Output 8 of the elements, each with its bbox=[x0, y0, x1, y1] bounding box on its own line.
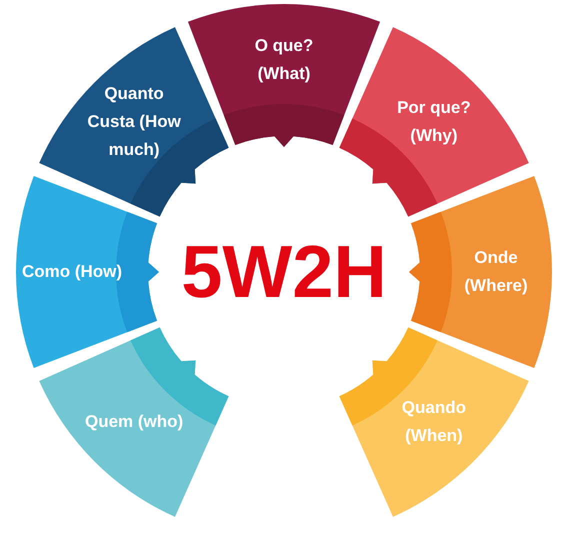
segment-label: Quem (who) bbox=[84, 410, 184, 433]
segment-label: Quando (When) bbox=[400, 396, 468, 447]
segment-label: Como (How) bbox=[22, 261, 122, 283]
segment-label: Quanto Custa (How much) bbox=[86, 83, 182, 162]
segment-label: Por que? (Why) bbox=[396, 97, 472, 148]
segment-label: O que? (What) bbox=[254, 35, 314, 85]
center-title: 5W2H bbox=[181, 235, 387, 309]
segment-label: Onde (Where) bbox=[463, 247, 529, 297]
